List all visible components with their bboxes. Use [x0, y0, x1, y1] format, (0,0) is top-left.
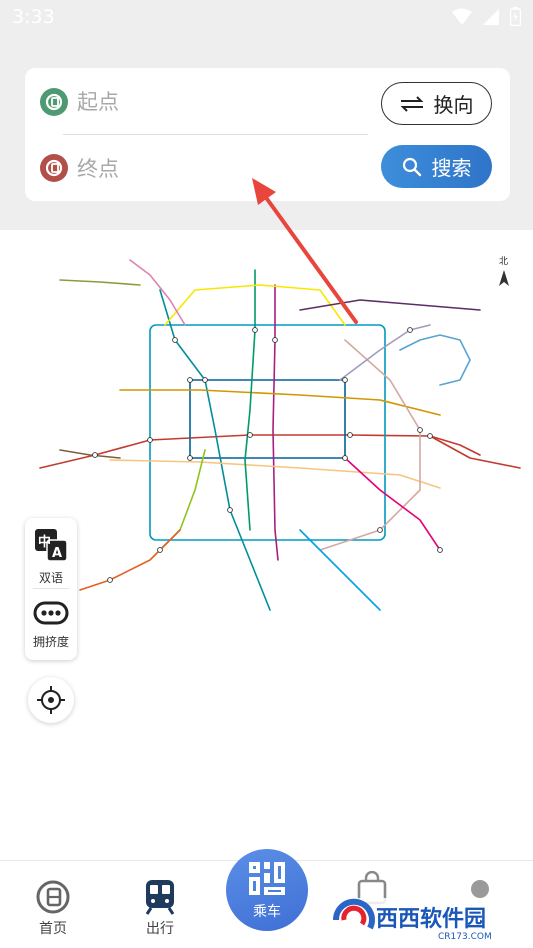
map-station-dot[interactable] [427, 433, 433, 439]
map-station-dot[interactable] [147, 437, 153, 443]
map-line-10 [149, 324, 386, 541]
qr-code-icon [249, 862, 285, 895]
map-line-9 [159, 449, 206, 551]
map-line-14 [319, 339, 421, 551]
compass-label: 北 [499, 256, 508, 267]
map-station-dot[interactable] [437, 547, 443, 553]
map-station-dot[interactable] [377, 527, 383, 533]
map-line-fangshan [79, 529, 181, 591]
nav-travel[interactable]: 出行 [120, 861, 200, 948]
panel-divider [33, 588, 69, 589]
watermark-text: 西西软件园 [376, 906, 486, 932]
crowding-label: 拥挤度 [32, 635, 69, 649]
route-planner-area: 起点 终点 换向 搜索 [0, 36, 533, 230]
profile-icon [471, 880, 489, 898]
start-input[interactable]: 起点 [77, 90, 119, 114]
subway-map[interactable]: 北 中 A 双语 拥挤度 [0, 230, 533, 860]
map-lines [39, 259, 521, 611]
home-icon [36, 880, 70, 914]
map-line-5 [272, 284, 279, 561]
map-line-7 [109, 459, 441, 489]
search-label: 搜索 [431, 156, 472, 180]
map-station-dot[interactable] [347, 432, 353, 438]
swap-button[interactable]: 换向 [381, 82, 492, 125]
map-station-dot[interactable] [342, 455, 348, 461]
crowding-icon [33, 601, 69, 625]
swap-label: 换向 [433, 93, 474, 117]
watermark-logo: 西西软件园 CR173.COM [330, 898, 528, 942]
map-line-extra-c [59, 279, 141, 286]
watermark: 西西软件园 CR173.COM [330, 894, 528, 944]
map-station-dot[interactable] [272, 337, 278, 343]
subway-map-graphic: 北 [39, 256, 521, 611]
watermark-subtext: CR173.COM [438, 932, 492, 942]
map-line-extra-a [59, 449, 121, 459]
map-station-dot[interactable] [187, 377, 193, 383]
search-button[interactable]: 搜索 [381, 145, 492, 188]
ride-label: 乘车 [253, 904, 281, 920]
bilingual-toggle[interactable]: 中 A 双语 [25, 528, 77, 586]
map-stations [92, 327, 443, 583]
bilingual-zh-glyph: 中 [38, 534, 51, 550]
map-line-6 [119, 389, 441, 416]
locate-icon [37, 686, 65, 714]
route-card: 起点 终点 换向 搜索 [25, 68, 510, 201]
search-icon [402, 157, 421, 176]
end-point-icon [40, 154, 68, 182]
field-divider [63, 134, 368, 135]
map-line-yizhuang [344, 457, 441, 551]
map-station-dot[interactable] [407, 327, 413, 333]
train-icon [145, 880, 175, 915]
bilingual-icon: 中 A [35, 529, 68, 562]
battery-icon [510, 7, 521, 26]
map-station-dot[interactable] [252, 327, 258, 333]
map-line-extra-d [399, 334, 471, 386]
bilingual-label: 双语 [38, 571, 63, 585]
status-time: 3:33 [12, 6, 55, 28]
bottom-nav: 首页 出行 乘车 [0, 849, 533, 948]
map-line-airport [339, 324, 431, 381]
status-icons [452, 7, 521, 26]
map-station-dot[interactable] [187, 455, 193, 461]
bilingual-en-glyph: A [52, 546, 62, 561]
nav-travel-label: 出行 [146, 921, 174, 937]
crowding-toggle[interactable]: 拥挤度 [25, 600, 77, 650]
ride-button[interactable]: 乘车 [226, 849, 308, 931]
status-bar: 3:33 [0, 0, 533, 36]
nav-profile[interactable] [440, 861, 520, 948]
wifi-icon [452, 8, 472, 25]
signal-icon [483, 8, 499, 25]
map-options-panel: 中 A 双语 拥挤度 [25, 518, 77, 660]
map-line-8 [244, 269, 256, 531]
start-point-icon [40, 88, 68, 116]
compass-arrow-icon [499, 270, 509, 286]
end-input[interactable]: 终点 [77, 157, 119, 181]
compass: 北 [499, 256, 509, 286]
map-line-extra-b [299, 529, 381, 611]
nav-home[interactable]: 首页 [13, 861, 93, 948]
locate-button[interactable] [28, 677, 74, 723]
map-station-dot[interactable] [107, 577, 113, 583]
swap-icon [400, 95, 423, 112]
map-line-2 [189, 379, 346, 459]
map-station-dot[interactable] [202, 377, 208, 383]
map-station-dot[interactable] [417, 427, 423, 433]
nav-home-label: 首页 [39, 921, 67, 937]
map-station-dot[interactable] [247, 432, 253, 438]
map-station-dot[interactable] [157, 547, 163, 553]
map-station-dot[interactable] [342, 377, 348, 383]
map-line-changping [129, 259, 186, 326]
map-line-1 [39, 434, 521, 469]
map-station-dot[interactable] [172, 337, 178, 343]
map-line-batong [429, 435, 481, 456]
map-station-dot[interactable] [92, 452, 98, 458]
map-station-dot[interactable] [227, 507, 233, 513]
map-line-15 [299, 299, 481, 311]
